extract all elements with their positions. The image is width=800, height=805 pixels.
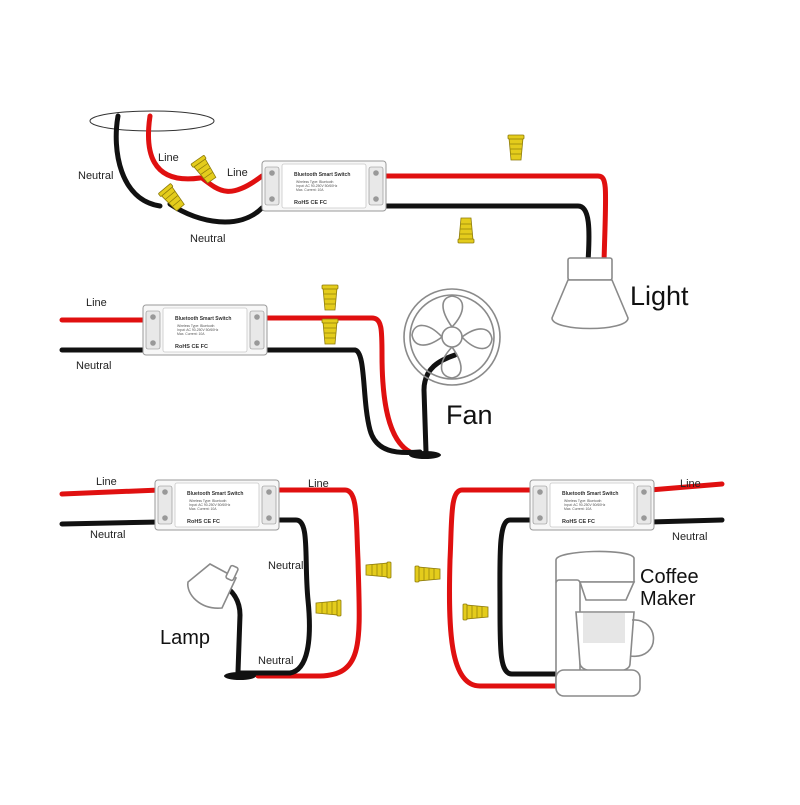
label-fan: Fan — [446, 400, 493, 430]
label-neutral-switch: Neutral — [190, 233, 225, 245]
fan-circuit: Bluetooth Smart Switch Wireless Type: Bl… — [59, 284, 501, 459]
supply-neutral-wire — [113, 113, 163, 209]
device-spec-3: Max. Current: 10A — [296, 188, 324, 192]
device-title: Bluetooth Smart Switch — [187, 491, 243, 497]
wire-nut-icon — [414, 565, 441, 583]
label-neutral: Neutral — [672, 531, 707, 543]
label-maker: Maker — [640, 588, 696, 610]
supply-line-wire — [647, 481, 725, 493]
label-line-supply: Line — [96, 476, 117, 488]
device-title: Bluetooth Smart Switch — [175, 316, 231, 322]
supply-neutral-wire — [647, 517, 725, 525]
wire-nut-icon — [457, 217, 475, 244]
coffee-maker-circuit: Bluetooth Smart Switch Wireless Type: Bl… — [414, 478, 725, 697]
load-neutral-wire — [255, 347, 423, 456]
label-neutral-load: Neutral — [268, 560, 303, 572]
smart-switch-device: Bluetooth Smart Switch Wireless Type: Bl… — [529, 479, 655, 531]
fan-stand — [421, 352, 458, 455]
fan-base — [409, 451, 441, 459]
device-spec-1: Wireless Type: Bluetooth — [189, 499, 227, 503]
smart-switch-device: Bluetooth Smart Switch Wireless Type: Bl… — [142, 304, 268, 356]
load-neutral-wire — [237, 517, 312, 676]
load-line-wire — [446, 487, 561, 689]
label-line-supply: Line — [158, 152, 179, 164]
coffee-maker-icon — [555, 550, 655, 697]
load-line-wire — [255, 315, 413, 455]
wire-nut-icon — [365, 561, 392, 579]
lamp-circuit: Bluetooth Smart Switch Wireless Type: Bl… — [59, 476, 392, 680]
fan-icon — [403, 288, 501, 386]
device-spec-1: Wireless Type: Bluetooth — [177, 324, 215, 328]
lamp-base — [224, 672, 256, 680]
label-line-load: Line — [308, 478, 329, 490]
wire-nut-icon — [315, 599, 342, 617]
switch-neutral-in-wire — [167, 201, 265, 225]
wire-nut-icon — [321, 284, 339, 311]
ceiling-box-outline — [89, 110, 215, 132]
wire-nut-icon — [321, 318, 339, 345]
wire-nut-icon — [462, 603, 489, 621]
load-neutral-wire — [497, 517, 559, 677]
label-neutral-supply: Neutral — [78, 170, 113, 182]
load-line-wire — [383, 173, 609, 265]
device-spec-2: Input: AC 90-250V 50/60Hz — [296, 184, 338, 188]
device-marks: RoHS CE FC — [294, 200, 327, 206]
label-neutral-supply: Neutral — [90, 529, 125, 541]
device-marks: RoHS CE FC — [187, 519, 220, 525]
supply-line-wire — [59, 487, 163, 497]
device-spec-3: Max. Current: 10A — [189, 507, 217, 511]
label-line: Line — [86, 297, 107, 309]
label-neutral-lamp: Neutral — [258, 655, 293, 667]
device-spec-2: Input: AC 90-250V 50/60Hz — [177, 328, 219, 332]
light-circuit: Bluetooth Smart Switch Wireless Type: Bl… — [78, 110, 689, 330]
device-title: Bluetooth Smart Switch — [294, 172, 350, 178]
lamp-icon — [187, 563, 239, 609]
device-spec-3: Max. Current: 10A — [177, 332, 205, 336]
device-spec-3: Max. Current: 10A — [564, 507, 592, 511]
smart-switch-device: Bluetooth Smart Switch Wireless Type: Bl… — [154, 479, 280, 531]
supply-neutral-wire — [59, 519, 163, 527]
load-neutral-wire — [383, 203, 592, 265]
smart-switch-device: Bluetooth Smart Switch Wireless Type: Bl… — [261, 160, 387, 212]
label-light: Light — [630, 281, 689, 311]
device-spec-2: Input: AC 90-250V 50/60Hz — [564, 503, 606, 507]
device-spec-2: Input: AC 90-250V 50/60Hz — [189, 503, 231, 507]
label-line: Line — [680, 478, 701, 490]
load-line-wire — [255, 487, 362, 679]
label-neutral: Neutral — [76, 360, 111, 372]
wire-nut-icon — [507, 134, 525, 161]
label-lamp: Lamp — [160, 627, 210, 649]
device-spec-1: Wireless Type: Bluetooth — [296, 180, 334, 184]
device-marks: RoHS CE FC — [175, 344, 208, 350]
label-line-switch: Line — [227, 167, 248, 179]
label-coffee: Coffee — [640, 566, 699, 588]
device-marks: RoHS CE FC — [562, 519, 595, 525]
device-spec-1: Wireless Type: Bluetooth — [564, 499, 602, 503]
light-fixture-icon — [551, 257, 629, 330]
device-title: Bluetooth Smart Switch — [562, 491, 618, 497]
supply-line-wire — [145, 113, 203, 182]
